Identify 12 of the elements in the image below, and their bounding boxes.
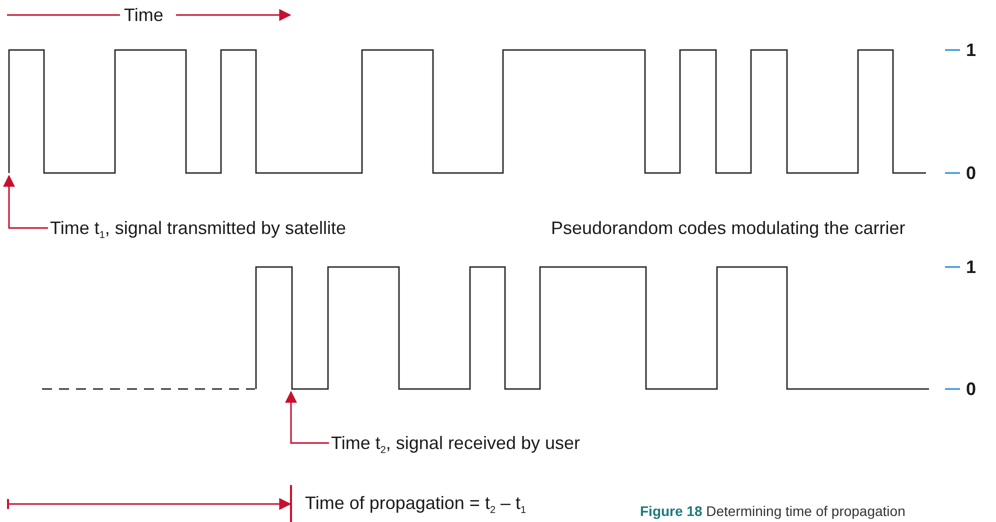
tick-label: 1	[966, 256, 976, 278]
figure-caption: Figure 18 Determining time of propagation	[640, 502, 906, 521]
equation-label: Time of propagation = t$_{2}$ – t$_{1}$	[305, 492, 526, 514]
tick-label: 0	[966, 162, 976, 184]
annotation-text: Time t$_{1}$, signal transmitted by satellite	[50, 217, 346, 239]
annotation-text: Time t$_{2}$, signal received by user	[331, 432, 580, 454]
axis-label: Time	[124, 4, 164, 26]
tick-label: 1	[966, 39, 976, 61]
leader-line	[3, 174, 48, 229]
tick-label: 0	[966, 378, 976, 400]
chart-caption: Pseudorandom codes modulating the carrier	[551, 217, 906, 239]
leader-line	[285, 390, 329, 444]
